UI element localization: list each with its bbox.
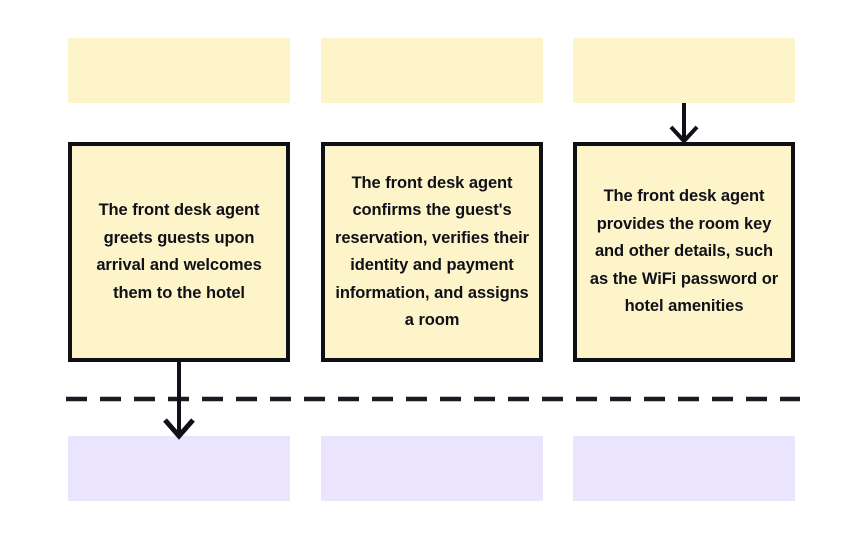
step-box-2[interactable]: The front desk agent confirms the guest'… xyxy=(321,142,543,362)
down-arrow-icon-step-1-to-bottom xyxy=(163,362,195,440)
step-box-3[interactable]: The front desk agent provides the room k… xyxy=(573,142,795,362)
ghost-box-bottom-3 xyxy=(573,436,795,501)
ghost-box-top-1 xyxy=(68,38,290,103)
step-box-1-label: The front desk agent greets guests upon … xyxy=(96,201,262,302)
step-box-2-label: The front desk agent confirms the guest'… xyxy=(335,173,529,330)
ghost-box-top-3 xyxy=(573,38,795,103)
ghost-box-bottom-1 xyxy=(68,436,290,501)
ghost-box-top-2 xyxy=(321,38,543,103)
step-box-3-label: The front desk agent provides the room k… xyxy=(589,187,779,316)
down-arrow-icon-top-to-step-3 xyxy=(669,103,699,144)
step-box-1[interactable]: The front desk agent greets guests upon … xyxy=(68,142,290,362)
ghost-box-bottom-2 xyxy=(321,436,543,501)
